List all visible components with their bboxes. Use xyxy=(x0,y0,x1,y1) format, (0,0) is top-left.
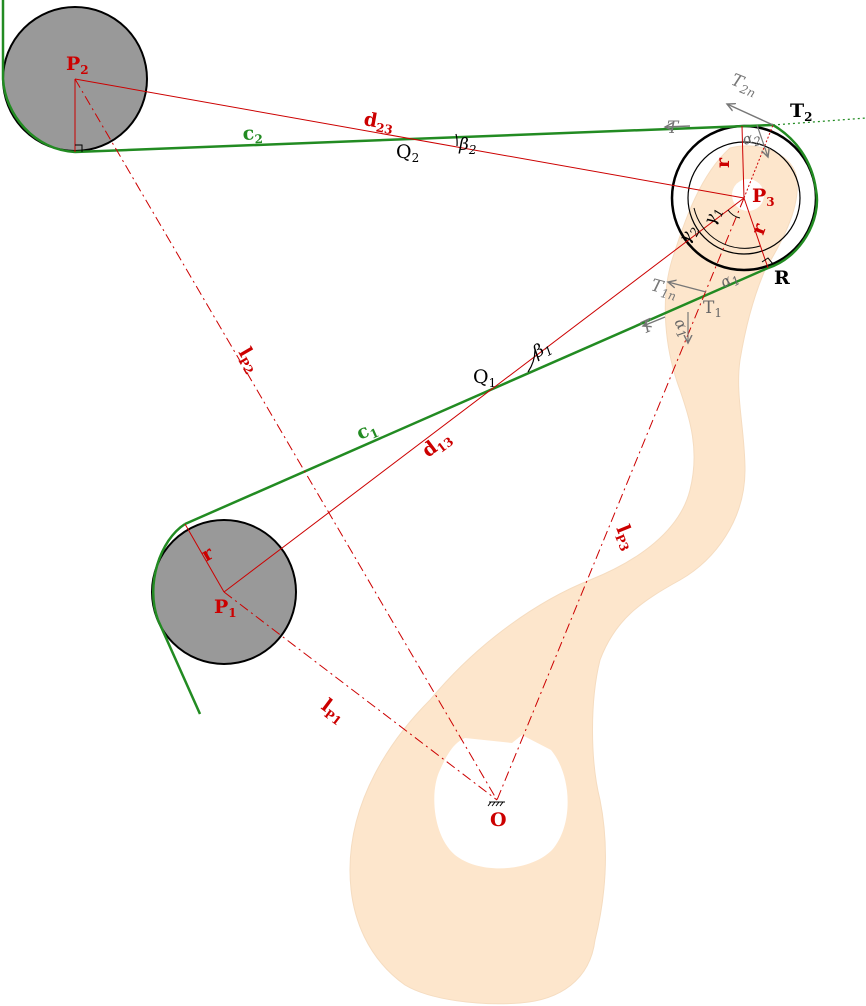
label-c2: c2 xyxy=(242,122,263,147)
arc-beta2 xyxy=(455,133,458,147)
label-lp1: lP1 xyxy=(316,694,350,728)
label-gamma1: γ1 xyxy=(700,204,727,228)
label-p1: P1 xyxy=(214,596,237,620)
arm-small-hole xyxy=(732,179,764,211)
label-lp3: lP3 xyxy=(610,522,641,554)
arc-gamma1 xyxy=(727,209,741,219)
belt-left-wrap xyxy=(151,522,202,715)
label-beta1: β1 xyxy=(529,336,556,364)
label-lp2: lP2 xyxy=(232,344,265,377)
arc-beta1 xyxy=(527,349,536,373)
label-r-point: R xyxy=(774,267,790,289)
label-beta2: β2 xyxy=(458,135,476,157)
tensioner-arm xyxy=(349,145,798,1005)
line-lp3 xyxy=(496,197,745,801)
label-c1: c1 xyxy=(353,416,381,446)
label-p2: P2 xyxy=(66,53,89,77)
label-o: O xyxy=(490,809,507,831)
vector-t-c1 xyxy=(643,316,666,326)
vector-t2n xyxy=(727,104,774,126)
line-lp1 xyxy=(223,591,498,801)
label-t1: T1 xyxy=(703,298,722,320)
label-alpha2: α2 xyxy=(740,127,763,152)
vector-t1n xyxy=(668,282,707,293)
belt-extension xyxy=(772,117,866,126)
label-r-p3-top: r xyxy=(712,157,734,168)
right-angle-r xyxy=(761,257,774,265)
label-t1n: T1n xyxy=(648,276,680,304)
label-t2n: T2n xyxy=(727,70,760,100)
belt-span-c2 xyxy=(74,123,774,154)
arc-gamma2 xyxy=(693,207,761,249)
label-d23: d23 xyxy=(362,108,396,137)
belt-p3-wrap xyxy=(767,123,819,270)
radius-p3-t2 xyxy=(743,124,774,199)
label-tension-c2: T xyxy=(667,118,680,138)
label-t2: T2 xyxy=(790,100,813,124)
belt-p2-wrap xyxy=(1,0,76,154)
line-d13 xyxy=(223,197,745,593)
right-angle-p2 xyxy=(75,144,83,152)
radius-p1 xyxy=(184,523,225,593)
line-d23 xyxy=(74,78,745,199)
label-d13: d13 xyxy=(418,426,456,463)
label-q2: Q2 xyxy=(396,141,419,165)
line-lp2 xyxy=(74,78,498,801)
vector-alpha2 xyxy=(756,124,768,157)
vector-t-c2 xyxy=(665,126,691,127)
radius-p3-top xyxy=(741,125,745,199)
label-q1: Q1 xyxy=(473,366,496,390)
label-p3: P3 xyxy=(752,185,775,209)
belt-span-c1 xyxy=(184,266,769,526)
pulley-p3-inner xyxy=(687,141,801,255)
pivot-ground xyxy=(487,801,505,807)
radius-p3-r xyxy=(743,197,769,269)
